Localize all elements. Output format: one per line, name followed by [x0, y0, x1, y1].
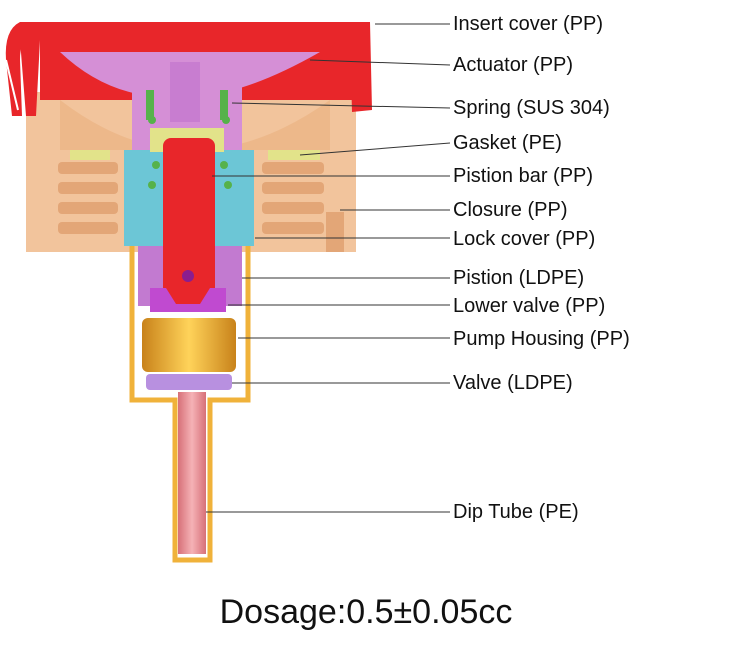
- label-piston-bar: Pistion bar (PP): [453, 165, 594, 187]
- pump-housing-part: [142, 318, 236, 372]
- lock-cover-part: [124, 150, 254, 246]
- label-insert-cover: Insert cover (PP): [453, 13, 604, 35]
- lower-valve-part: [150, 288, 226, 312]
- label-spring: Spring (SUS 304): [453, 97, 610, 119]
- label-dip-tube: Dip Tube (PE): [453, 501, 579, 523]
- label-gasket: Gasket (PE): [453, 132, 562, 154]
- spring-part: [146, 90, 232, 189]
- leader-lines: [206, 23, 451, 513]
- label-lock-cover: Lock cover (PP): [453, 228, 596, 250]
- dip-tube-part: [178, 392, 206, 554]
- housing-outline: [129, 227, 251, 563]
- label-closure: Closure (PP): [453, 199, 568, 221]
- label-piston: Pistion (LDPE): [453, 267, 585, 289]
- dosage-caption: Dosage:0.5±0.05cc: [219, 593, 513, 631]
- label-valve: Valve (LDPE): [453, 372, 573, 394]
- label-lower-valve: Lower valve (PP): [453, 295, 606, 317]
- label-actuator: Actuator (PP): [453, 54, 574, 76]
- gasket-part: [70, 150, 320, 160]
- valve-part: [146, 374, 232, 390]
- label-pump-housing: Pump Housing (PP): [453, 328, 630, 350]
